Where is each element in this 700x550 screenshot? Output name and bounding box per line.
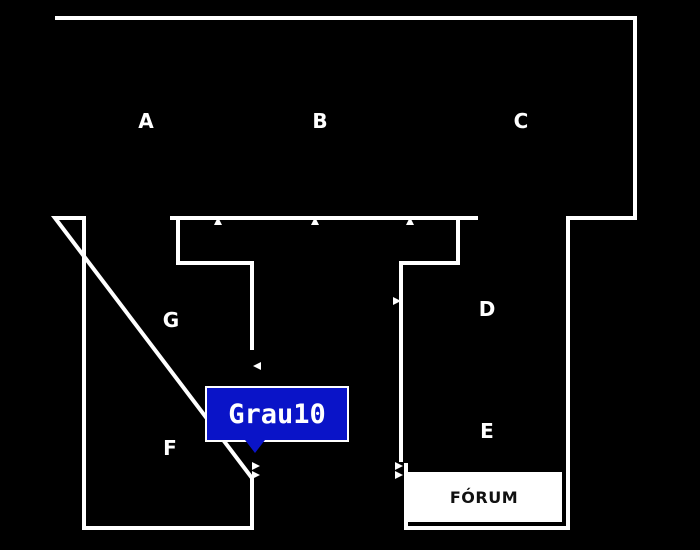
door-marker-d[interactable]: [393, 297, 401, 305]
outer-wall-left: [50, 216, 254, 530]
door-marker-a[interactable]: [214, 217, 222, 225]
room-label-g: G: [162, 308, 180, 332]
door-marker-f-lower[interactable]: [252, 471, 260, 479]
corridor-wall-right: [399, 218, 460, 462]
room-label-a: A: [138, 109, 154, 133]
room-label-f: F: [163, 436, 177, 460]
door-marker-e-lower[interactable]: [395, 471, 403, 479]
door-marker-g[interactable]: [253, 362, 261, 370]
forum-room[interactable]: FÓRUM: [406, 472, 562, 522]
door-marker-b[interactable]: [311, 217, 319, 225]
room-label-c: C: [513, 109, 529, 133]
door-marker-f-upper[interactable]: [252, 462, 260, 470]
door-marker-c[interactable]: [406, 217, 414, 225]
room-label-b: B: [312, 109, 328, 133]
door-marker-e-upper[interactable]: [395, 462, 403, 470]
forum-label: FÓRUM: [449, 487, 519, 507]
tooltip-pointer-icon: [245, 440, 265, 453]
room-label-d: D: [478, 297, 496, 321]
corridor-wall-left: [176, 218, 254, 350]
tooltip-label: Grau10: [228, 398, 326, 430]
outer-wall: [55, 16, 637, 530]
location-tooltip[interactable]: Grau10: [205, 386, 349, 442]
room-label-e: E: [480, 419, 494, 443]
